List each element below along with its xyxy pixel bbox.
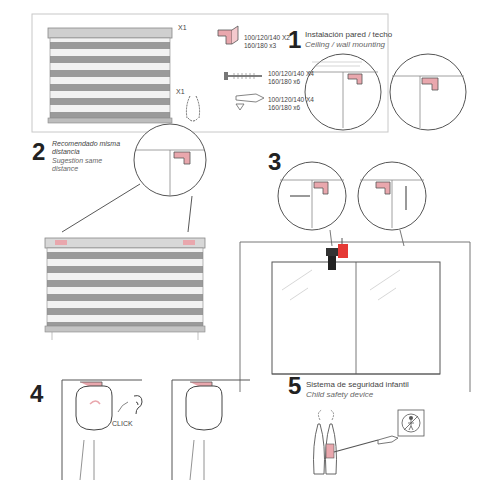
step-title: Ceiling / wall mounting <box>305 40 385 49</box>
step-number: 1 <box>288 28 301 52</box>
step-number: 2 <box>32 140 45 164</box>
step-note: Recomendado misma distancia <box>52 140 124 156</box>
quantity-label: 160/180 x6 <box>268 78 300 85</box>
quantity-label: 160/180 x3 <box>244 42 276 49</box>
click-sound: CLICK <box>112 420 133 428</box>
quantity-label: 100/120/140 X4 <box>268 96 314 103</box>
quantity-label: 160/180 x6 <box>268 104 300 111</box>
step-title: Sistema de seguridad infantil <box>306 380 409 389</box>
step-title: Child safety device <box>306 390 373 399</box>
quantity-label: X1 <box>178 24 187 32</box>
step-title: Instalación pared / techo <box>305 30 392 39</box>
step-number: 4 <box>30 382 43 406</box>
quantity-label: X1 <box>176 88 185 96</box>
step-number: 5 <box>288 374 301 398</box>
quantity-label: 100/120/140 X2 <box>244 34 290 41</box>
step-number: 3 <box>268 150 281 174</box>
step-note: Sugestion same distance <box>52 157 124 173</box>
quantity-label: 100/120/140 X4 <box>268 70 314 77</box>
